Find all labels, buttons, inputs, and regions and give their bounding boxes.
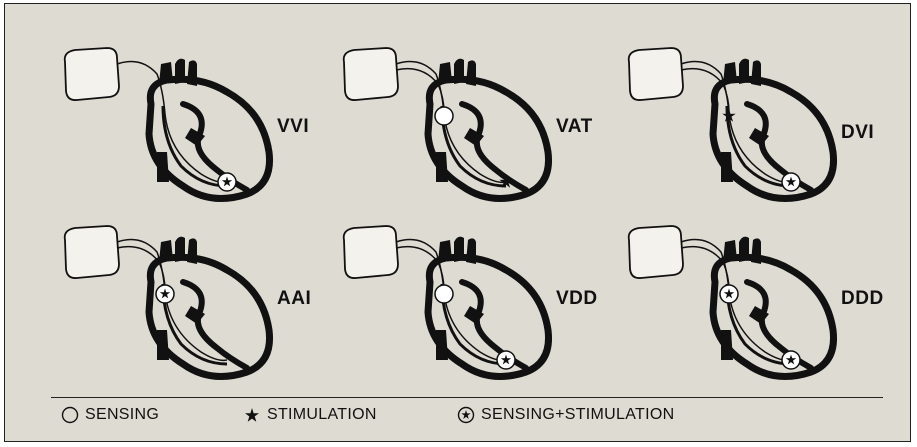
pacemaker-modes-figure: VVI VAT DVI AAI VDD DDD SENSING STIMULAT… xyxy=(4,3,911,442)
legend-sensing-stimulation-label: SENSING+STIMULATION xyxy=(481,406,674,424)
vvi-pacemaker-generator xyxy=(65,48,119,100)
panel-aai: AAI xyxy=(51,212,341,402)
vdd-vessel-ivc xyxy=(436,330,448,360)
dvi-vessel-ivc xyxy=(721,152,733,182)
ddd-pacemaker-generator xyxy=(629,226,683,278)
ddd-vessel-ivc xyxy=(721,330,733,360)
legend-sensing: SENSING xyxy=(61,404,159,426)
sensing-stimulation-icon xyxy=(457,406,475,424)
mode-label-aai: AAI xyxy=(277,288,311,310)
aai-vessel-ivc xyxy=(157,330,169,360)
vdd-atrium-sensing-marker xyxy=(435,285,453,303)
mode-label-vdd: VDD xyxy=(556,288,598,310)
panel-dvi: DVI xyxy=(615,34,905,224)
legend-sensing-stimulation: SENSING+STIMULATION xyxy=(457,404,674,426)
aai-pacemaker-generator xyxy=(65,226,119,278)
mode-label-vat: VAT xyxy=(556,116,593,138)
mode-label-vvi: VVI xyxy=(277,116,309,138)
vat-pacemaker-generator xyxy=(344,48,398,100)
sensing-circle-icon xyxy=(61,406,79,424)
panel-ddd: DDD xyxy=(615,212,905,402)
vdd-pacemaker-generator xyxy=(344,226,398,278)
panel-vvi: VVI xyxy=(51,34,341,224)
mode-label-dvi: DVI xyxy=(841,122,874,144)
vat-vessel-ivc xyxy=(436,152,448,182)
legend-divider xyxy=(51,397,883,398)
vat-atrium-sensing-marker xyxy=(435,107,453,125)
legend-stimulation-label: STIMULATION xyxy=(267,406,377,424)
vvi-vessel-ivc xyxy=(157,152,169,182)
legend-stimulation: STIMULATION xyxy=(243,404,377,426)
panel-vdd: VDD xyxy=(330,212,620,402)
stimulation-star-icon xyxy=(243,406,261,424)
mode-label-ddd: DDD xyxy=(841,288,884,310)
legend-sensing-label: SENSING xyxy=(85,406,159,424)
panel-vat: VAT xyxy=(330,34,620,224)
dvi-pacemaker-generator xyxy=(629,48,683,100)
